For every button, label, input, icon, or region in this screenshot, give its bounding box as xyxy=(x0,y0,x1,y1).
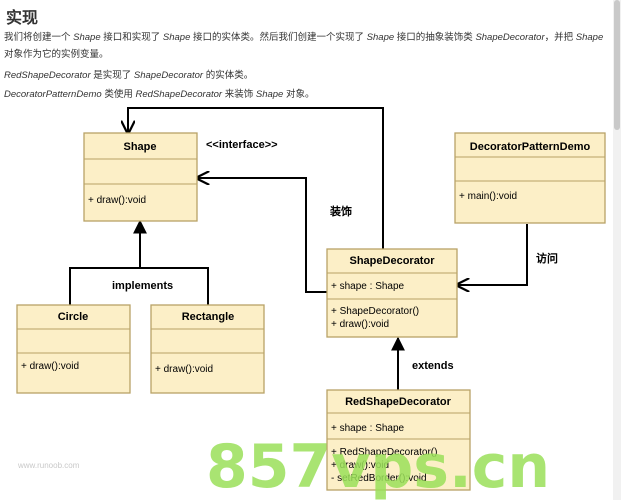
demo-paragraph: DecoratorPatternDemo 类使用 RedShapeDecorat… xyxy=(4,89,315,100)
page-scrollbar[interactable] xyxy=(613,0,621,500)
page-heading: 实现 xyxy=(6,10,39,27)
class-rectangle-method: + draw():void xyxy=(155,364,213,375)
decorate-connector xyxy=(197,178,327,293)
intro-paragraph-line-2: 对象作为它的实例变量。 xyxy=(4,49,109,60)
class-decorator-pattern-demo: DecoratorPatternDemo + main():void xyxy=(454,132,606,224)
class-shape-title: Shape xyxy=(123,141,156,153)
class-circle-method: + draw():void xyxy=(21,361,79,372)
class-decorator-field: + shape : Shape xyxy=(331,281,405,292)
class-red-method-1: + RedShapeDecorator() xyxy=(331,447,437,458)
implements-branch xyxy=(69,267,209,305)
class-shape: Shape + draw():void xyxy=(83,132,198,222)
class-shape-method: + draw():void xyxy=(88,195,146,206)
visit-connector xyxy=(457,224,528,285)
class-red-field: + shape : Shape xyxy=(331,423,405,434)
class-circle: Circle + draw():void xyxy=(16,304,131,394)
overlay-watermark: 857vps.cn xyxy=(206,432,550,500)
site-watermark: www.runoob.com xyxy=(17,461,80,470)
scrollbar-thumb[interactable] xyxy=(614,0,620,130)
red-decorator-paragraph: RedShapeDecorator 是实现了 ShapeDecorator 的实… xyxy=(4,70,254,81)
class-decorator-title: ShapeDecorator xyxy=(350,255,436,267)
class-shape-decorator: ShapeDecorator + shape : Shape + ShapeDe… xyxy=(326,248,458,338)
extends-label: extends xyxy=(412,360,454,372)
class-demo-method: + main():void xyxy=(459,191,517,202)
class-circle-title: Circle xyxy=(58,311,89,323)
class-decorator-method-1: + ShapeDecorator() xyxy=(331,306,419,317)
interface-stereotype-label: <<interface>> xyxy=(206,139,278,151)
intro-paragraph-line-1: 我们将创建一个 Shape 接口和实现了 Shape 接口的实体类。然后我们创建… xyxy=(4,32,604,43)
class-rectangle-title: Rectangle xyxy=(182,311,235,323)
class-demo-title: DecoratorPatternDemo xyxy=(470,141,591,153)
class-red-title: RedShapeDecorator xyxy=(345,396,451,408)
visit-label: 访问 xyxy=(536,251,558,265)
class-red-method-2: + draw():void xyxy=(331,460,389,471)
decorator-wraps-shape-connector xyxy=(128,107,384,249)
class-decorator-method-2: + draw():void xyxy=(331,319,389,330)
decorate-label: 装饰 xyxy=(329,204,352,218)
class-red-shape-decorator: RedShapeDecorator + shape : Shape + RedS… xyxy=(326,389,471,491)
implements-label: implements xyxy=(112,280,173,292)
class-rectangle: Rectangle + draw():void xyxy=(150,304,265,394)
class-red-method-3: - setRedBorder():void xyxy=(331,473,427,484)
